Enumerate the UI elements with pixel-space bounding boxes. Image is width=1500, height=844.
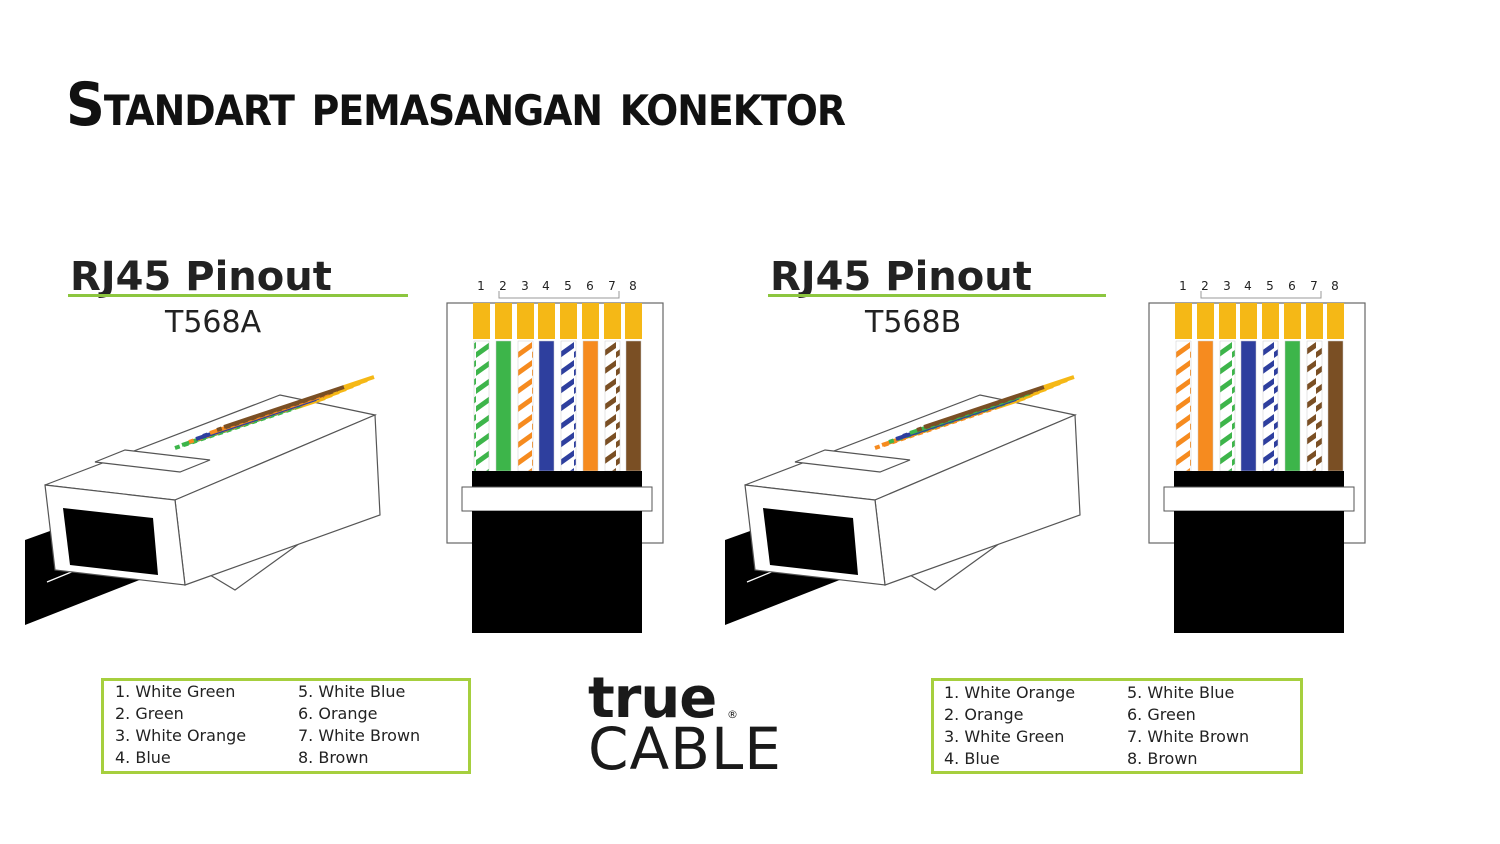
- cable-jacket: [472, 511, 642, 633]
- wire-6: [1284, 340, 1301, 472]
- legend-t568a-item-6: 6. Orange: [298, 704, 378, 723]
- strain-relief: [1163, 486, 1355, 512]
- gold-contact-4: [1240, 303, 1257, 339]
- brand-true: true: [588, 666, 717, 731]
- gold-contact-3: [517, 303, 534, 339]
- wire-6: [582, 340, 599, 472]
- pin-number-8: 8: [1331, 279, 1339, 293]
- gold-contact-1: [1175, 303, 1192, 339]
- wire-1: [473, 340, 490, 472]
- pin-number-6: 6: [1288, 279, 1296, 293]
- legend-t568a-item-1: 1. White Green: [115, 682, 236, 701]
- angled-contact-8: [1043, 375, 1075, 389]
- legend-t568b-item-4: 4. Blue: [944, 749, 1000, 768]
- wire-3: [517, 340, 534, 472]
- legend-t568b: [931, 678, 1303, 774]
- pin-number-3: 3: [1223, 279, 1231, 293]
- gold-contact-6: [1284, 303, 1301, 339]
- pin-number-1: 1: [1179, 279, 1187, 293]
- legend-t568a-item-8: 8. Brown: [298, 748, 369, 767]
- brand-registered-mark: ®: [727, 708, 738, 721]
- legend-t568a-item-5: 5. White Blue: [298, 682, 406, 701]
- legend-t568a-item-4: 4. Blue: [115, 748, 171, 767]
- cable-jacket: [1174, 511, 1344, 633]
- gold-contact-5: [1262, 303, 1279, 339]
- legend-t568a-item-2: 2. Green: [115, 704, 184, 723]
- pin-number-4: 4: [542, 279, 550, 293]
- legend-t568a-item-7: 7. White Brown: [298, 726, 421, 745]
- legend-t568b-item-3: 3. White Green: [944, 727, 1065, 746]
- top-window: [94, 449, 211, 473]
- wire-8: [1327, 340, 1344, 472]
- legend-t568b-item-8: 8. Brown: [1127, 749, 1198, 768]
- legend-t568a: [101, 678, 471, 774]
- panel-b-underline: [768, 294, 1106, 297]
- angled-wire-8: [223, 385, 345, 429]
- legend-t568b-item-7: 7. White Brown: [1127, 727, 1250, 746]
- wire-4: [1240, 340, 1257, 472]
- legend-t568b-item-1: 1. White Orange: [944, 683, 1076, 702]
- wire-5: [1262, 340, 1279, 472]
- pin-number-7: 7: [608, 279, 616, 293]
- panel-a-standard: T568A: [165, 305, 262, 340]
- gold-contact-4: [538, 303, 555, 339]
- pin-number-6: 6: [586, 279, 594, 293]
- wire-5: [560, 340, 577, 472]
- strain-relief: [461, 486, 653, 512]
- pin-bracket: [498, 291, 620, 299]
- gold-contact-7: [1306, 303, 1323, 339]
- gold-contact-6: [582, 303, 599, 339]
- pin-number-1: 1: [477, 279, 485, 293]
- angled-wire-8: [923, 385, 1045, 429]
- wire-1: [1175, 340, 1192, 472]
- pin-number-5: 5: [564, 279, 572, 293]
- gold-contact-8: [625, 303, 642, 339]
- wire-4: [538, 340, 555, 472]
- wire-3: [1219, 340, 1236, 472]
- panel-b-heading: RJ45 Pinout: [770, 254, 1032, 300]
- angled-contact-8: [343, 375, 375, 389]
- panel-a-underline: [68, 294, 408, 297]
- wire-7: [1306, 340, 1323, 472]
- cable-jacket-top: [1174, 471, 1344, 487]
- pin-bracket: [1200, 291, 1322, 299]
- gold-contact-5: [560, 303, 577, 339]
- slide-title: Standart pemasangan konektor: [66, 70, 846, 140]
- panel-b-standard: T568B: [865, 305, 962, 340]
- legend-t568b-item-6: 6. Green: [1127, 705, 1196, 724]
- gold-contact-7: [604, 303, 621, 339]
- gold-contact-3: [1219, 303, 1236, 339]
- wire-2: [1197, 340, 1214, 472]
- pin-number-2: 2: [499, 279, 507, 293]
- pin-number-8: 8: [629, 279, 637, 293]
- brand-cable: CABLE: [588, 715, 782, 783]
- connector-opening: [763, 508, 858, 575]
- gold-contact-8: [1327, 303, 1344, 339]
- gold-contact-1: [473, 303, 490, 339]
- legend-t568b-item-2: 2. Orange: [944, 705, 1024, 724]
- gold-contact-2: [1197, 303, 1214, 339]
- angled-view-t568b: [725, 375, 1081, 625]
- connector-opening: [63, 508, 158, 575]
- pin-number-3: 3: [521, 279, 529, 293]
- pin-number-2: 2: [1201, 279, 1209, 293]
- top-window: [794, 449, 911, 473]
- legend-t568b-item-5: 5. White Blue: [1127, 683, 1235, 702]
- angled-view-t568a: [25, 375, 381, 625]
- pin-number-5: 5: [1266, 279, 1274, 293]
- wire-7: [604, 340, 621, 472]
- wire-2: [495, 340, 512, 472]
- wire-8: [625, 340, 642, 472]
- cable-jacket-top: [472, 471, 642, 487]
- panel-a-heading: RJ45 Pinout: [70, 254, 332, 300]
- pin-number-7: 7: [1310, 279, 1318, 293]
- pin-number-4: 4: [1244, 279, 1252, 293]
- gold-contact-2: [495, 303, 512, 339]
- legend-t568a-item-3: 3. White Orange: [115, 726, 247, 745]
